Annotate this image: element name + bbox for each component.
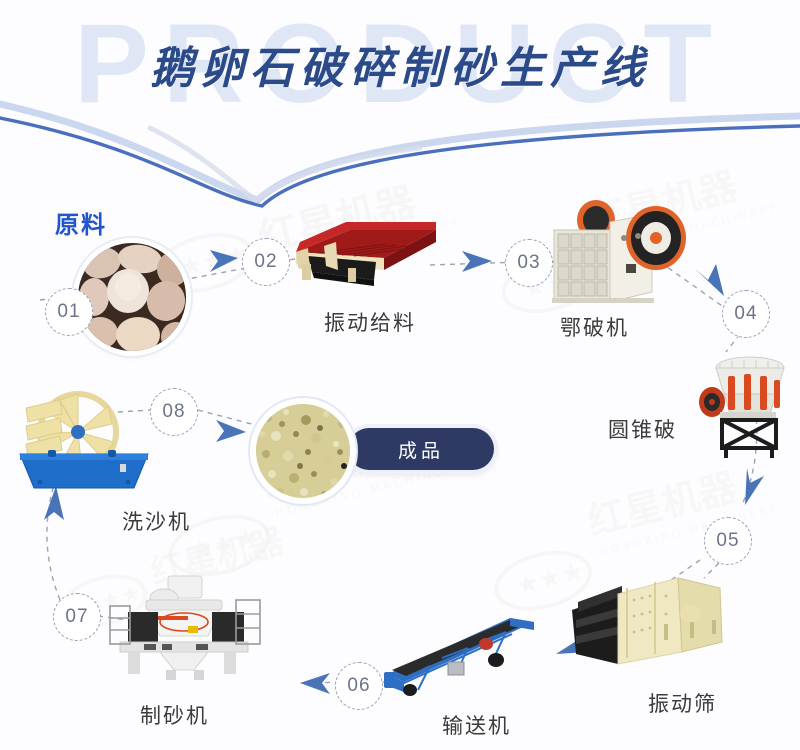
cobblestone-photo	[78, 243, 186, 351]
product-watermark-text: PRODUCT	[74, 1, 726, 126]
cone-crusher-image	[699, 356, 785, 458]
jaw-crusher-image	[552, 200, 686, 303]
vibrating-feeder-image	[296, 222, 436, 286]
step-badge-02[interactable]: 02	[242, 238, 290, 286]
step-badge-06[interactable]: 06	[335, 662, 383, 710]
step-badge-05[interactable]: 05	[704, 517, 752, 565]
node-label-03: 鄂破机	[560, 317, 629, 340]
node-label-04: 圆锥破	[608, 419, 677, 442]
vibrating-screen-image	[572, 577, 723, 665]
finished-product-pill[interactable]: 成品	[348, 428, 494, 470]
node-label-05: 振动筛	[648, 693, 717, 716]
header-swoosh-divider	[0, 100, 800, 208]
finished-product-label: 成品	[397, 440, 444, 462]
step-badge-08[interactable]: 08	[150, 388, 198, 436]
step-badge-01[interactable]: 01	[45, 288, 93, 336]
sand-making-machine-image	[109, 575, 261, 680]
node-label-07: 制砂机	[140, 705, 209, 728]
finished-sand-photo	[256, 404, 350, 498]
node-label-08: 洗沙机	[122, 511, 191, 534]
belt-conveyor-image	[384, 618, 534, 696]
node-label-06: 输送机	[442, 715, 511, 738]
step-badge-04[interactable]: 04	[722, 290, 770, 338]
page-title: 鹅卵石破碎制砂生产线	[150, 43, 650, 94]
raw-material-label: 原料	[55, 212, 107, 239]
node-label-02: 振动给料	[324, 312, 416, 335]
step-badge-03[interactable]: 03	[505, 239, 553, 287]
step-badge-07[interactable]: 07	[53, 593, 101, 641]
sand-washing-machine-image	[19, 391, 149, 489]
